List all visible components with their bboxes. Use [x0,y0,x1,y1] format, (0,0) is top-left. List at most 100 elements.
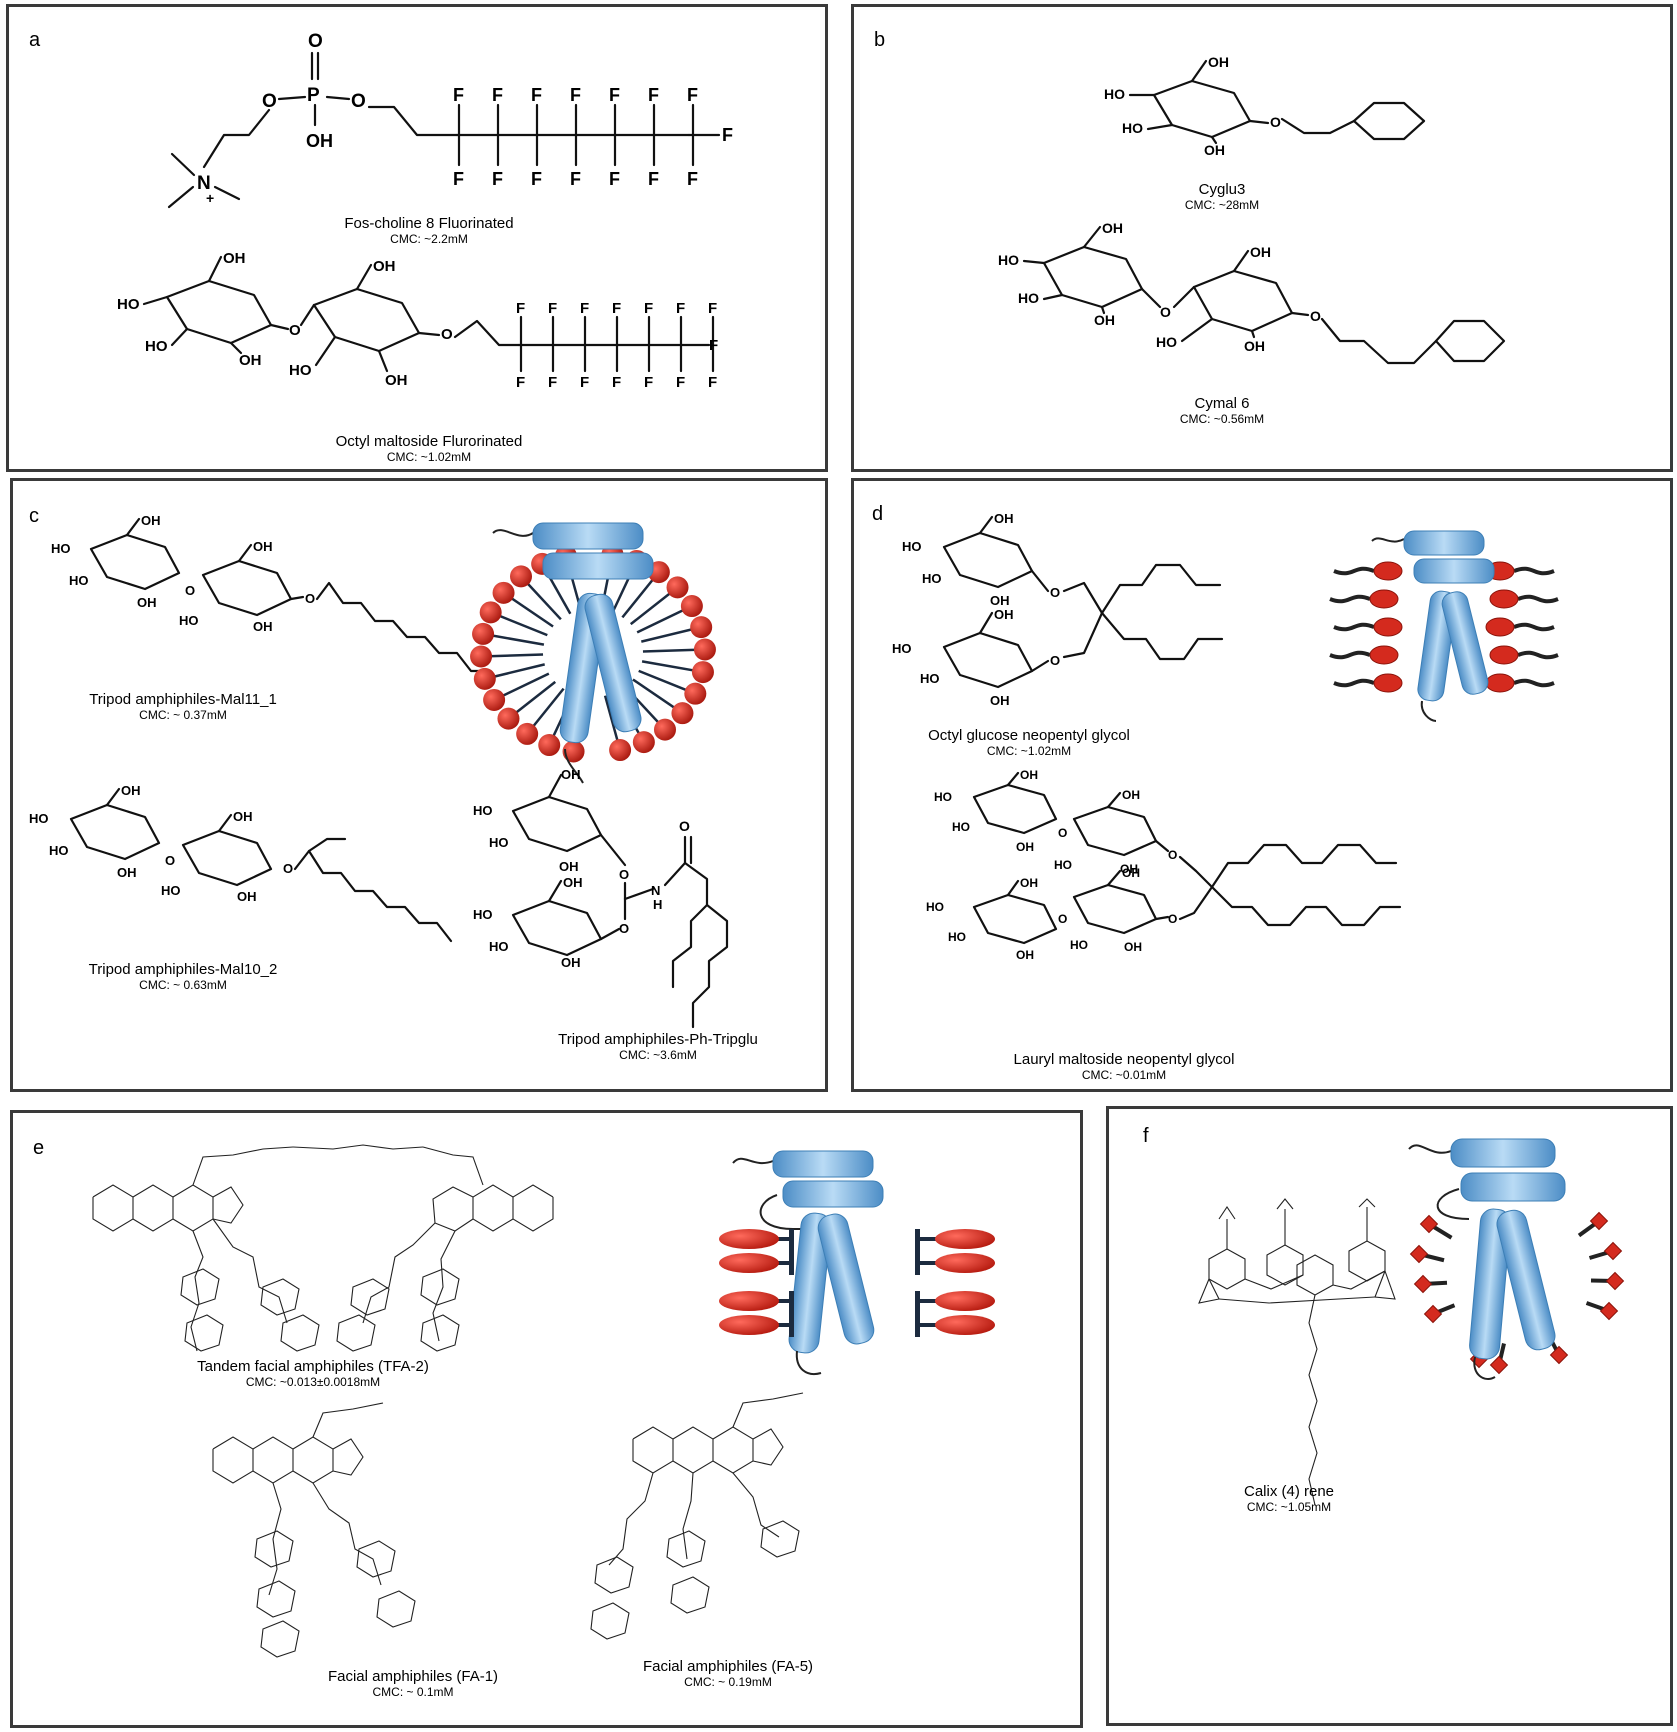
atom-label: N [651,883,660,898]
molecule-name: Lauryl maltoside neopentyl glycol [1013,1051,1235,1068]
detergent-headgroup [1489,645,1519,665]
detergent-headgroup [1489,1355,1509,1375]
atom-label: O [165,853,175,868]
cmc-value: CMC: ~0.013±0.0018mM [245,1375,381,1389]
atom-label: F [531,169,542,189]
atom-label: F [644,374,653,391]
panel-c: c OH HO HO OH O OH HO OH O Tripod amphip… [10,478,828,1092]
atom-label: OH [385,372,408,389]
detergent-headgroup [680,595,703,618]
lauryl-maltoside-neopentyl-glycol-structure: OH HO HO OH O OH HO OH O OH HO HO OH O O… [926,768,1402,962]
mal10-2-structure: OH HO HO OH O OH HO OH O [29,783,453,943]
atom-label: OH [373,258,396,275]
helix-facial-amphiphile-illustration [719,1150,995,1375]
atom-label: O [283,861,293,876]
atom-label: F [687,169,698,189]
octyl-glucose-neopentyl-glycol-structure: OH HO HO OH O OH HO HO OH O [892,511,1224,708]
atom-label: HO [952,820,970,834]
detergent-tail [1517,594,1559,604]
atom-label: F [492,169,503,189]
molecule-name: Tandem facial amphiphiles (TFA-2) [197,1358,429,1375]
atom-label: F [516,300,525,317]
atom-label: F [570,85,581,105]
detergent-headgroup [1599,1301,1619,1321]
cmc-value: CMC: ~1.05mM [1246,1500,1332,1514]
detergent-headgroup [472,622,495,645]
atom-label: F [609,169,620,189]
atom-label: OH [1016,840,1034,854]
atom-label: OH [1016,948,1034,962]
detergent-tail [1513,566,1555,576]
detergent-headgroup [473,667,496,690]
atom-label: HO [1104,86,1125,102]
atom-label: HO [161,883,181,898]
atom-label: H [653,897,662,912]
atom-label: F [548,300,557,317]
atom-label: O [1168,848,1177,862]
cmc-value: CMC: ~28mM [1184,198,1260,212]
atom-label: OH [1094,312,1115,328]
detergent-headgroup [1369,589,1399,609]
atom-label: O [1050,585,1060,600]
atom-label: HO [489,835,509,850]
atom-label: OH [239,352,262,369]
atom-label: F [453,169,464,189]
detergent-headgroup [470,645,493,668]
detergent-tail [1513,678,1555,688]
ph-tripglu-structure: OH HO HO OH O O OH HO HO OH N H O [473,767,729,1029]
panel-label: c [29,505,39,527]
detergent-headgroup [609,739,632,762]
atom-label: O [441,326,453,343]
cmc-value: CMC: ~ 0.37mM [139,708,227,722]
atom-label: OH [1122,788,1140,802]
facial-amphiphile-left-top [719,1229,794,1275]
detergent-headgroup [497,707,520,730]
atom-label: HO [145,338,168,355]
atom-label: HO [117,296,140,313]
atom-label: HO [29,811,49,826]
calixarene-structure [1198,1198,1396,1506]
atom-label: OH [141,513,161,528]
atom-label: F [709,337,718,354]
atom-label: O [1050,653,1060,668]
atom-label: HO [1070,938,1088,952]
molecule-caption: Lauryl maltoside neopentyl glycol CMC: ~… [984,1051,1264,1083]
molecule-name: Facial amphiphiles (FA-5) [642,1658,814,1675]
atom-label: OH [994,607,1014,622]
panel-a: a O P O O OH N + F F [6,4,828,472]
atom-label: F [648,85,659,105]
atom-label: P [307,85,320,106]
mal11-1-structure: OH HO HO OH O OH HO OH O [51,513,491,673]
atom-label: HO [926,900,944,914]
detergent-headgroup [516,722,539,745]
atom-label: F [612,374,621,391]
atom-label: OH [223,250,246,267]
atom-label: OH [121,783,141,798]
atom-label: O [679,818,690,834]
detergent-tail [1517,650,1559,660]
detergent-headgroup [666,576,689,599]
atom-label: OH [994,511,1014,526]
atom-label: F [531,85,542,105]
atom-label: O [1058,912,1067,926]
atom-label: HO [902,539,922,554]
fos-choline-8-fluorinated-structure: O P O O OH N + F F F F [167,31,733,209]
atom-label: O [308,31,323,52]
detergent-tail [1513,622,1555,632]
detergent-headgroup [1485,617,1515,637]
facial-amphiphile-left-bottom [719,1291,794,1337]
detergent-headgroup [1409,1244,1429,1264]
atom-label: F [722,125,733,145]
detergent-headgroup [1603,1241,1623,1261]
detergent-headgroup [479,601,502,624]
atom-label: OH [1102,220,1123,236]
detergent-headgroup [671,702,694,725]
detergent-headgroup [1589,1211,1609,1231]
atom-label: F [492,85,503,105]
atom-label: OH [253,539,273,554]
atom-label: OH [1120,862,1138,876]
helix-detergent-illustration-d [1329,530,1559,722]
atom-label: OH [117,865,137,880]
cmc-value: CMC: ~0.56mM [1179,412,1265,426]
atom-label: F [516,374,525,391]
